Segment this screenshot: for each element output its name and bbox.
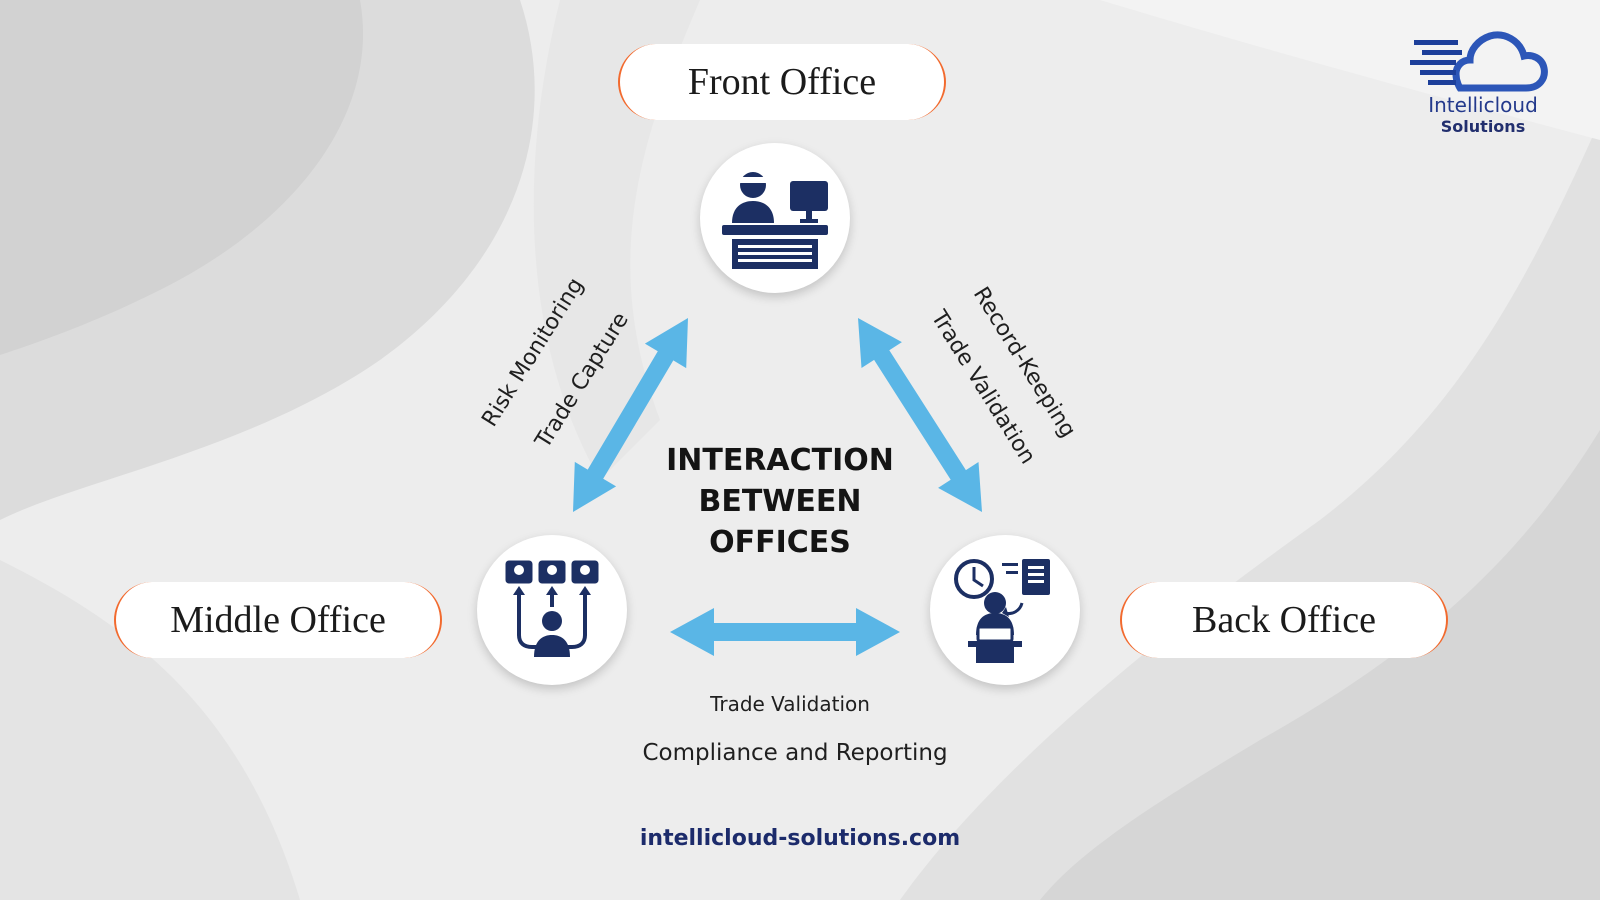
front-office-text: Front Office xyxy=(687,61,877,103)
logo-subtitle: Solutions xyxy=(1440,117,1526,136)
diagram-title: INTERACTION BETWEEN OFFICES xyxy=(640,440,920,563)
arrow-front-back xyxy=(858,318,982,512)
arrow-front-middle xyxy=(573,318,688,512)
receptionist-desk-icon xyxy=(722,172,828,269)
arrow-middle-back xyxy=(670,608,900,656)
middle-office-text: Middle Office xyxy=(170,599,386,641)
cloud-logo-icon xyxy=(1410,31,1548,92)
title-line-1: INTERACTION xyxy=(666,443,894,478)
title-line-3: OFFICES xyxy=(709,525,851,560)
logo-text: Intellicloud Solutions xyxy=(1408,93,1558,137)
logo-title: Intellicloud xyxy=(1428,93,1538,117)
front-office-label: Front Office xyxy=(618,44,946,120)
middle-office-label: Middle Office xyxy=(114,582,442,658)
back-office-text: Back Office xyxy=(1192,599,1376,641)
footer-url[interactable]: intellicloud-solutions.com xyxy=(639,826,961,851)
back-office-label: Back Office xyxy=(1120,582,1448,658)
front-office-node xyxy=(700,143,850,293)
clerk-clock-document-icon xyxy=(954,559,1050,663)
middle-office-node xyxy=(477,535,627,685)
edge-label-compliance-reporting: Compliance and Reporting xyxy=(642,740,948,766)
edge-label-trade-validation-bottom: Trade Validation xyxy=(710,692,870,716)
back-office-node xyxy=(930,535,1080,685)
title-line-2: BETWEEN xyxy=(698,484,862,519)
management-hierarchy-icon xyxy=(505,560,599,657)
